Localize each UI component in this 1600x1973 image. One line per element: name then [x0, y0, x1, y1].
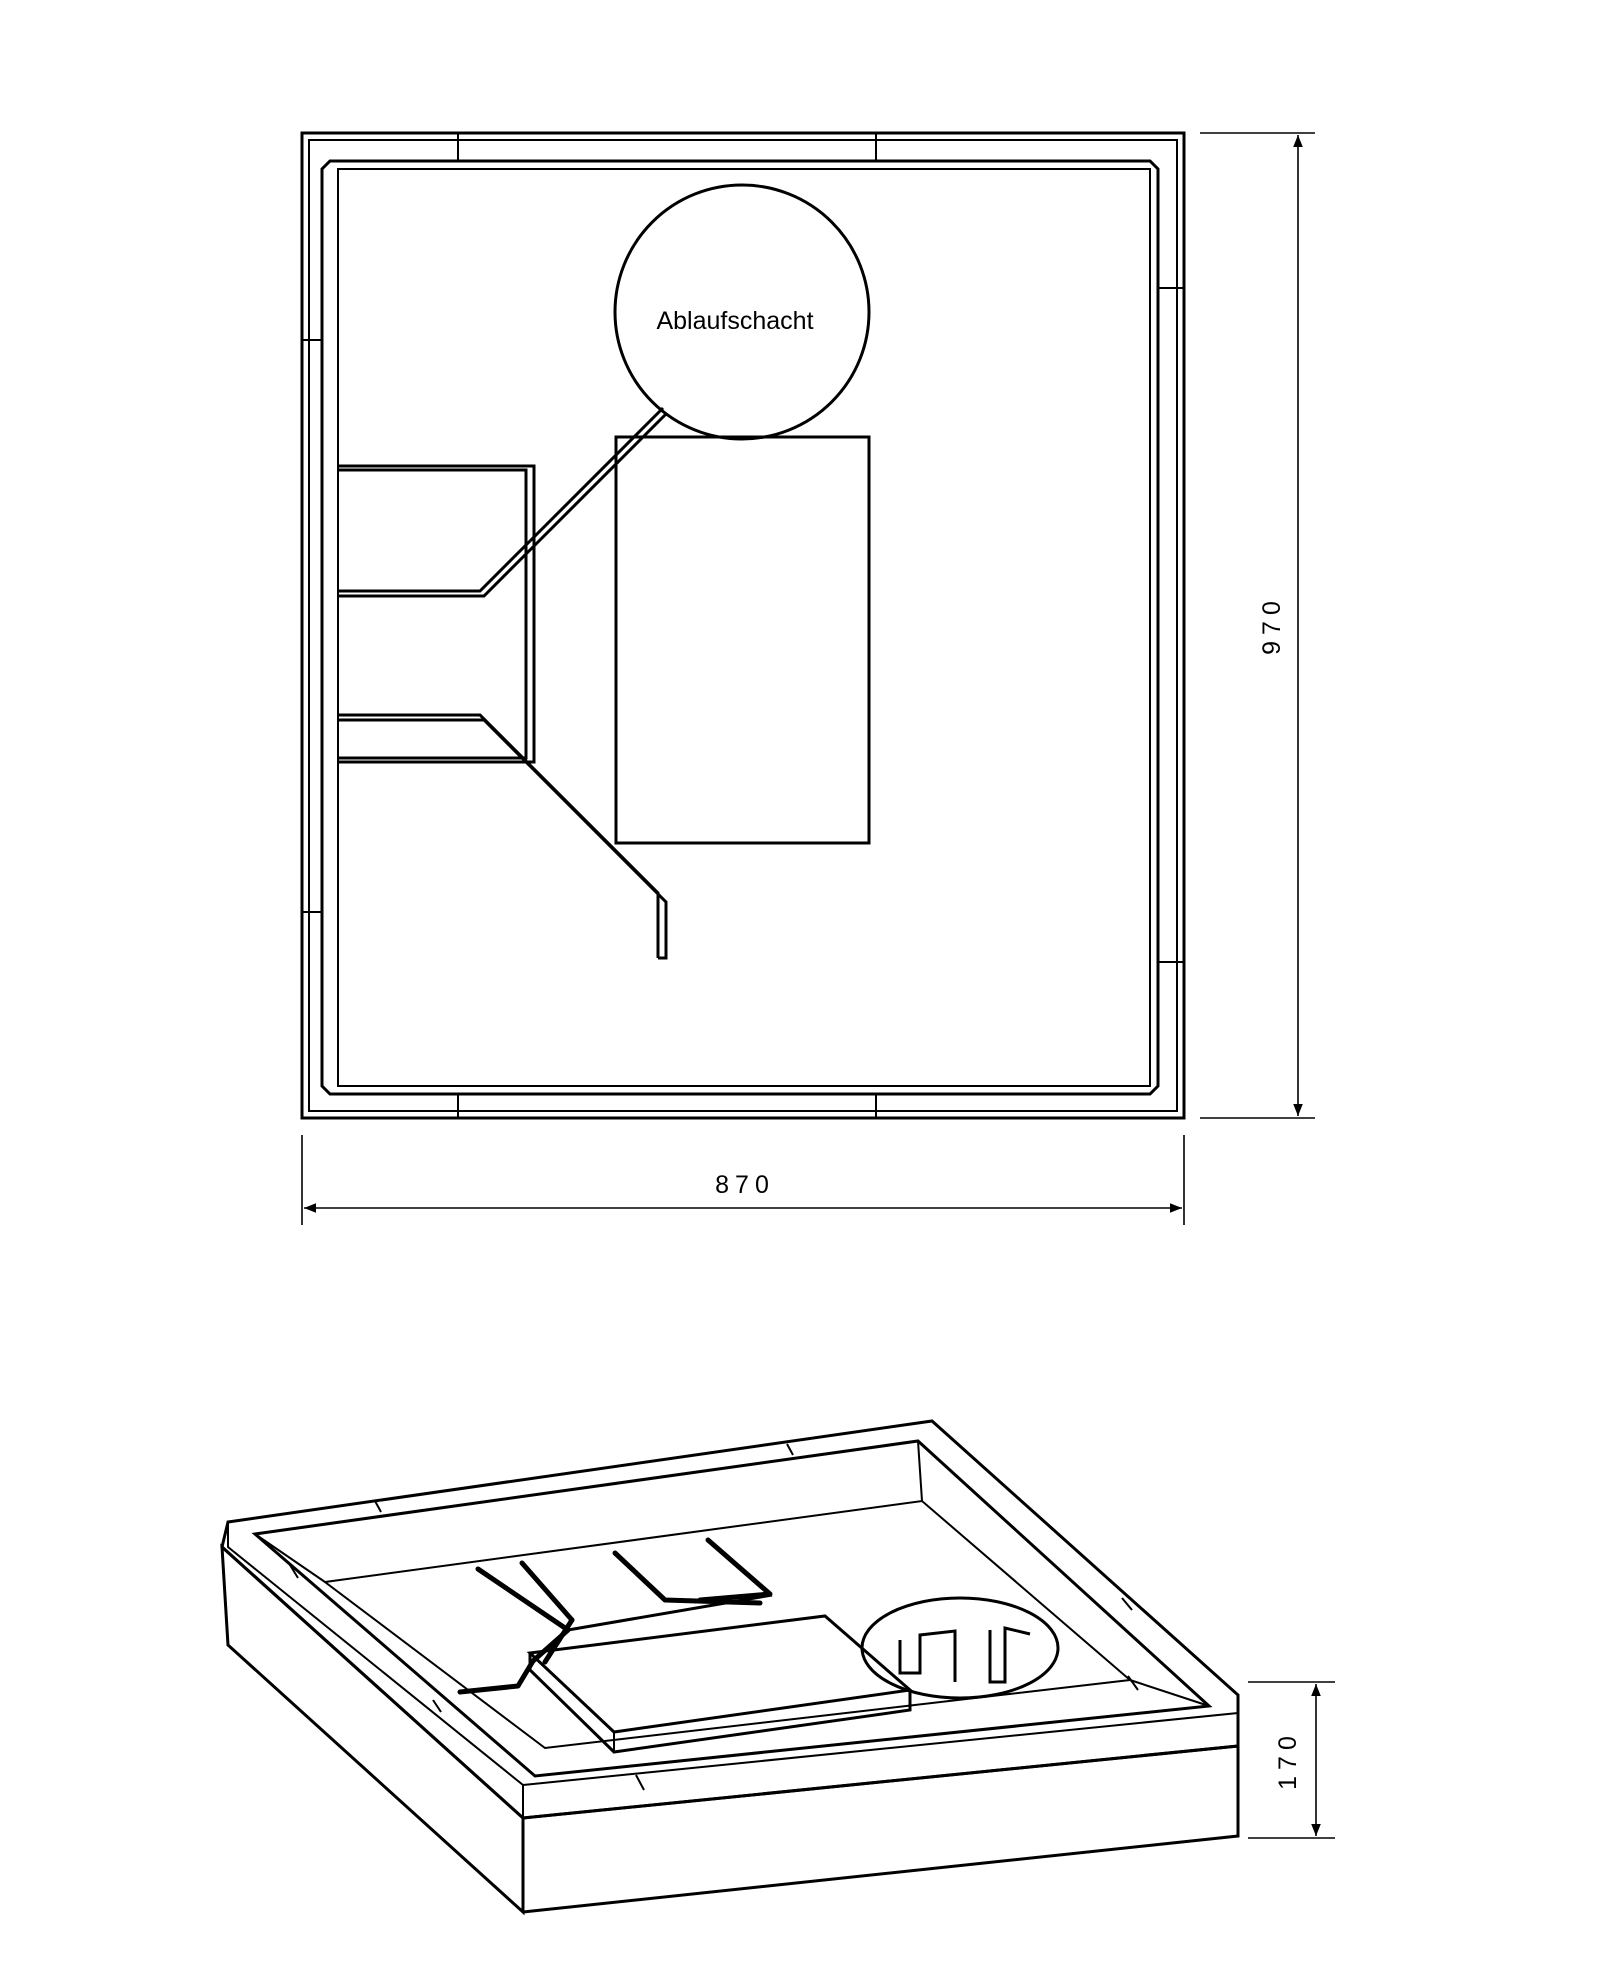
iso-rim-front-edge — [522, 1712, 1239, 1786]
drain-shaft-circle — [613, 183, 871, 441]
iso-rim-notches — [289, 1443, 1139, 1791]
iso-top-rim — [220, 1419, 1240, 1820]
iso-front-wall — [522, 1744, 1240, 1914]
isometric-view — [220, 1419, 1240, 1916]
iso-left-wall — [220, 1543, 525, 1916]
iso-drain-channels — [457, 1537, 773, 1695]
outer-frame — [300, 131, 1186, 1120]
tray-rim — [320, 159, 1160, 1096]
iso-support-block — [526, 1614, 914, 1754]
top-view: Ablaufschacht — [300, 131, 1186, 1120]
tray-basin — [337, 168, 1151, 1087]
dimension-width-label: 870 — [715, 1171, 775, 1199]
support-block — [614, 435, 871, 845]
iso-basin-floor — [322, 1499, 1133, 1750]
frame-notches — [302, 133, 1184, 1118]
drain-channels — [338, 406, 669, 960]
dimension-depth-label: 970 — [1258, 595, 1286, 655]
dimension-width: 870 — [301, 1135, 1185, 1225]
iso-drain-shaft — [860, 1596, 1060, 1700]
dimension-height: 170 — [1248, 1681, 1335, 1839]
drain-shaft-label: Ablaufschacht — [656, 307, 813, 335]
dimension-height-label: 170 — [1274, 1730, 1302, 1790]
iso-basin-corners — [254, 1440, 1210, 1707]
dimension-depth: 970 — [1200, 132, 1315, 1119]
outer-frame-inner-edge — [308, 139, 1178, 1112]
iso-rim-left-edge — [227, 1522, 524, 1818]
